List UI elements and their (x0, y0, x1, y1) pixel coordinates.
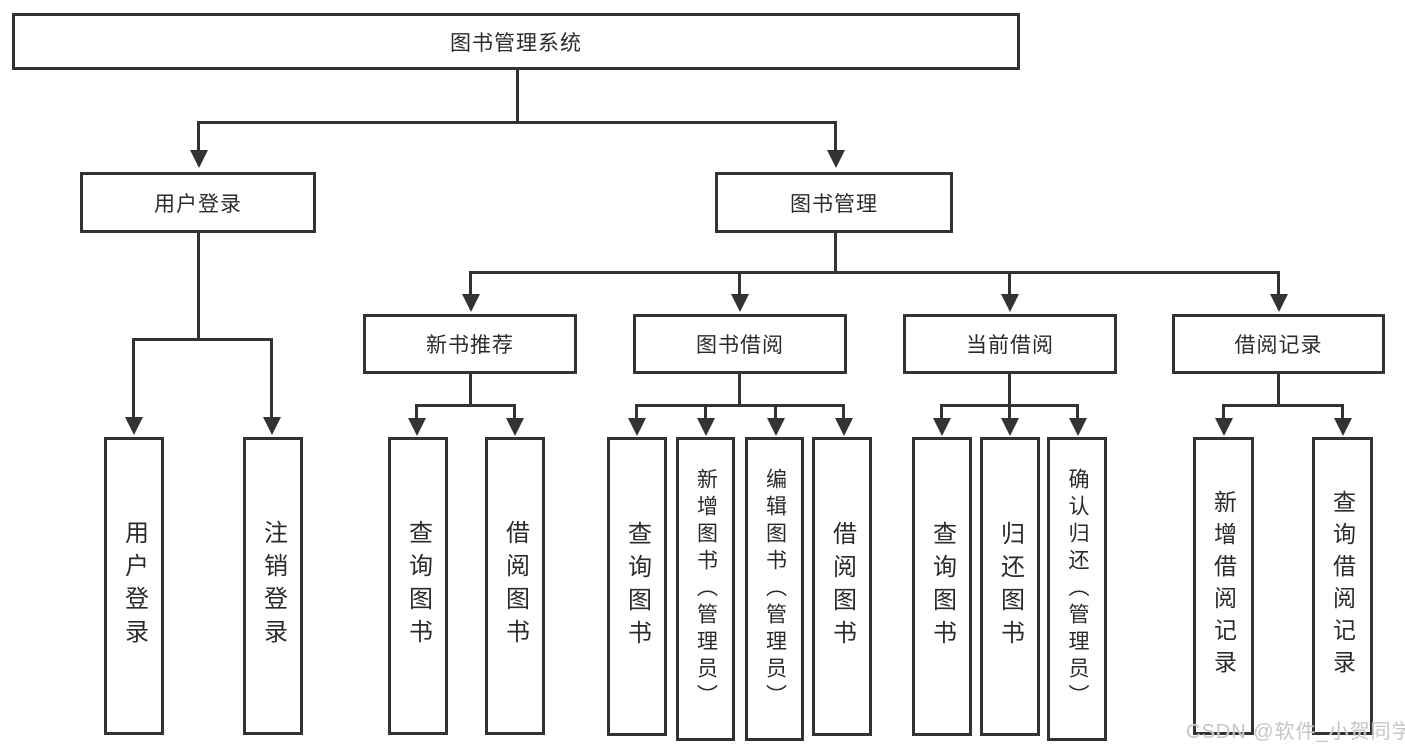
arrowhead-down-icon (1001, 418, 1019, 436)
connector-line (940, 404, 1079, 407)
connector-line (738, 274, 741, 294)
connector-line (704, 407, 707, 418)
connector-line (738, 374, 741, 405)
node-new-book-recommend: 新书推荐 (363, 314, 577, 374)
connector-line (635, 407, 638, 418)
arrowhead-down-icon (506, 418, 524, 436)
leaf-confirm-return-admin-label: 确认归还（管理员） (1066, 467, 1089, 711)
node-user-login: 用户登录 (80, 172, 316, 233)
connector-line (1341, 407, 1344, 418)
node-borrow-record: 借阅记录 (1172, 314, 1385, 374)
connector-line (415, 404, 516, 407)
leaf-query-borrow-record: 查询借阅记录 (1312, 437, 1373, 735)
leaf-edit-book-admin: 编辑图书（管理员） (745, 437, 804, 741)
arrowhead-down-icon (125, 417, 143, 435)
leaf-logout-label: 注销登录 (259, 520, 287, 652)
connector-line (1008, 407, 1011, 418)
leaf-query-book-3: 查询图书 (912, 437, 972, 736)
arrowhead-down-icon (190, 150, 208, 168)
leaf-return-book: 归还图书 (980, 437, 1040, 736)
connector-line (1076, 407, 1079, 418)
leaf-query-book-1-label: 查询图书 (404, 520, 432, 652)
leaf-query-book-1: 查询图书 (388, 437, 448, 735)
leaf-confirm-return-admin: 确认归还（管理员） (1047, 437, 1107, 741)
arrowhead-down-icon (263, 417, 281, 435)
connector-line (1008, 274, 1011, 294)
connector-line (842, 407, 845, 418)
connector-line (469, 271, 1280, 274)
node-root: 图书管理系统 (12, 13, 1020, 70)
connector-line (197, 124, 200, 150)
connector-line (516, 70, 519, 124)
arrowhead-down-icon (1215, 418, 1233, 436)
leaf-borrow-book-1-label: 借阅图书 (501, 520, 529, 652)
node-book-management: 图书管理 (715, 172, 953, 233)
connector-line (132, 341, 135, 417)
node-borrow-record-label: 借阅记录 (1234, 334, 1323, 357)
node-book-borrow-label: 图书借阅 (696, 334, 784, 357)
leaf-borrow-book-1: 借阅图书 (485, 437, 545, 735)
connector-line (1222, 404, 1344, 407)
connector-line (1008, 374, 1011, 405)
connector-line (415, 407, 418, 418)
arrowhead-down-icon (1270, 294, 1288, 312)
arrowhead-down-icon (1069, 418, 1087, 436)
connector-line (469, 374, 472, 405)
leaf-borrow-book-2: 借阅图书 (812, 437, 872, 736)
leaf-add-book-admin: 新增图书（管理员） (676, 437, 735, 741)
node-new-book-recommend-label: 新书推荐 (426, 334, 514, 357)
connector-line (197, 233, 200, 341)
leaf-return-book-label: 归还图书 (996, 520, 1024, 653)
connector-line (513, 407, 516, 418)
arrowhead-down-icon (767, 418, 785, 436)
connector-line (270, 341, 273, 417)
connector-line (469, 274, 472, 294)
leaf-add-book-admin-label: 新增图书（管理员） (694, 467, 718, 711)
connector-line (132, 338, 273, 341)
node-user-login-label: 用户登录 (154, 192, 242, 216)
arrowhead-down-icon (827, 150, 845, 168)
connector-line (1277, 274, 1280, 294)
node-current-borrow-label: 当前借阅 (966, 334, 1054, 357)
connector-line (197, 121, 837, 124)
arrowhead-down-icon (1334, 418, 1352, 436)
csdn-watermark: CSDN @软件_小贺同学 (1186, 721, 1405, 743)
leaf-query-book-3-label: 查询图书 (928, 520, 956, 653)
leaf-query-borrow-record-label: 查询借阅记录 (1329, 490, 1356, 682)
connector-line (834, 233, 837, 271)
leaf-user-login-label: 用户登录 (120, 520, 148, 652)
leaf-add-borrow-record: 新增借阅记录 (1193, 437, 1254, 735)
leaf-edit-book-admin-label: 编辑图书（管理员） (763, 467, 787, 711)
arrowhead-down-icon (933, 418, 951, 436)
connector-line (635, 404, 845, 407)
leaf-user-login: 用户登录 (104, 437, 164, 735)
arrowhead-down-icon (1001, 294, 1019, 312)
leaf-add-borrow-record-label: 新增借阅记录 (1210, 490, 1237, 682)
connector-line (940, 407, 943, 418)
connector-line (1277, 374, 1280, 405)
leaf-borrow-book-2-label: 借阅图书 (828, 520, 856, 653)
leaf-logout: 注销登录 (243, 437, 303, 735)
node-book-management-label: 图书管理 (790, 192, 878, 216)
arrowhead-down-icon (731, 294, 749, 312)
arrowhead-down-icon (408, 418, 426, 436)
arrowhead-down-icon (835, 418, 853, 436)
connector-line (774, 407, 777, 418)
connector-line (1222, 407, 1225, 418)
leaf-query-book-2-label: 查询图书 (623, 520, 651, 653)
arrowhead-down-icon (462, 294, 480, 312)
node-current-borrow: 当前借阅 (903, 314, 1117, 374)
arrowhead-down-icon (628, 418, 646, 436)
node-book-borrow: 图书借阅 (633, 314, 847, 374)
arrowhead-down-icon (697, 418, 715, 436)
leaf-query-book-2: 查询图书 (607, 437, 667, 736)
node-root-label: 图书管理系统 (450, 31, 582, 55)
connector-line (834, 124, 837, 150)
